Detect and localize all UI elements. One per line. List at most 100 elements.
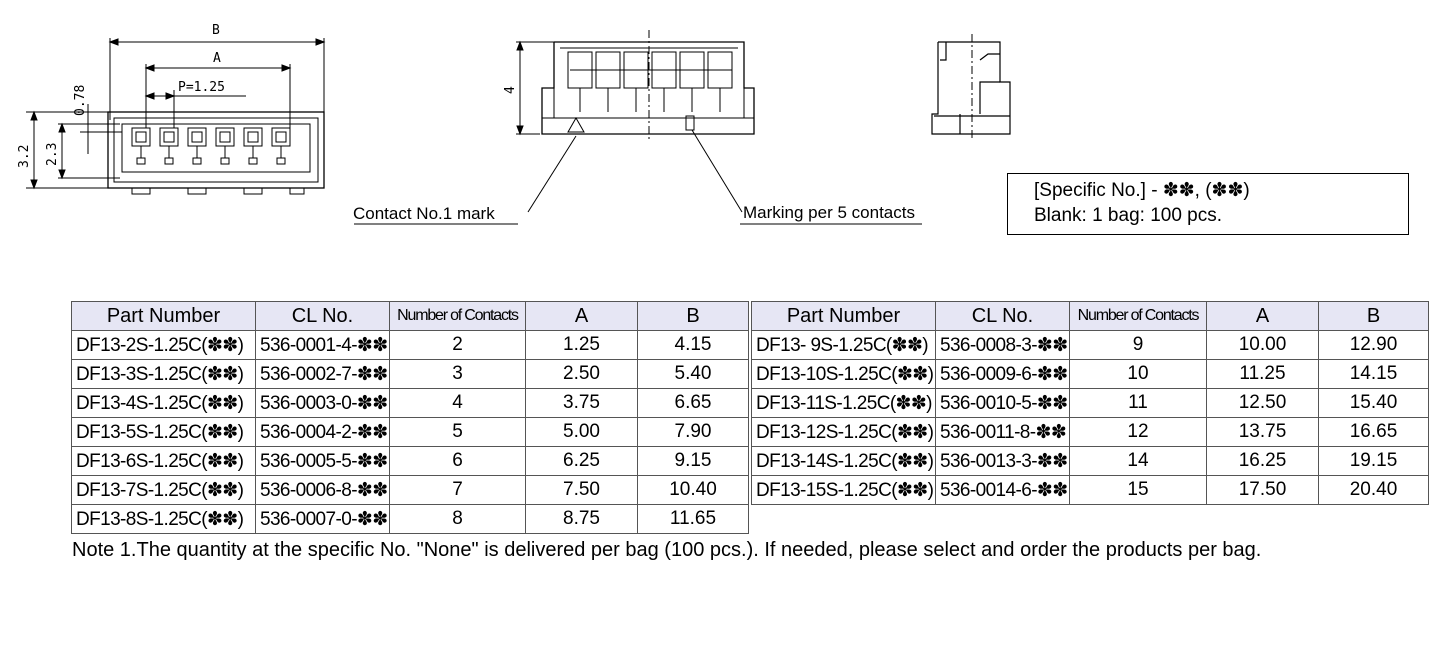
dim-a-cell: 6.25 <box>525 446 638 476</box>
dim-a-label: A <box>213 51 221 66</box>
header-a: A <box>525 301 638 331</box>
contacts-cell: 15 <box>1069 475 1207 505</box>
dim-b-cell: 10.40 <box>637 475 749 505</box>
part-number-cell: DF13-12S-1.25C(✽✽) <box>751 417 936 447</box>
cl-number-cell: 536-0003-0-✽✽ <box>255 388 390 418</box>
contact-no1-mark-label: Contact No.1 mark <box>353 204 495 223</box>
cl-number-cell: 536-0008-3-✽✽ <box>935 330 1070 360</box>
header-number-of-contacts: Number of Contacts <box>1069 301 1207 331</box>
part-number-cell: DF13-5S-1.25C(✽✽) <box>71 417 256 447</box>
spec-line-2: Blank: 1 bag: 100 pcs. <box>1034 205 1223 226</box>
cl-number-cell: 536-0007-0-✽✽ <box>255 504 390 534</box>
contact-cavity-inner <box>135 131 147 143</box>
part-number-cell: DF13-8S-1.25C(✽✽) <box>71 504 256 534</box>
contact-cavity <box>271 127 291 147</box>
contact-cavity <box>131 127 151 147</box>
contact-pin <box>164 157 174 165</box>
part-number-cell: DF13-14S-1.25C(✽✽) <box>751 446 936 476</box>
dim-a-cell: 5.00 <box>525 417 638 447</box>
specific-number-box: [Specific No.] - ✽✽, (✽✽) Blank: 1 bag: … <box>1007 173 1409 235</box>
pitch-label: P=1.25 <box>178 80 225 95</box>
cl-number-cell: 536-0013-3-✽✽ <box>935 446 1070 476</box>
contact-cavity <box>187 127 207 147</box>
dim-b-cell: 14.15 <box>1318 359 1429 389</box>
dim-b-cell: 7.90 <box>637 417 749 447</box>
contacts-cell: 6 <box>389 446 526 476</box>
table-header-row: Part Number CL No. Number of Contacts A … <box>751 301 1429 331</box>
cl-number-cell: 536-0014-6-✽✽ <box>935 475 1070 505</box>
dim-23-label: 2.3 <box>45 143 60 166</box>
header-b: B <box>637 301 749 331</box>
dim-a-cell: 13.75 <box>1206 417 1319 447</box>
header-cl-no: CL No. <box>255 301 390 331</box>
dim-a-cell: 11.25 <box>1206 359 1319 389</box>
marking-per-5-contacts-label: Marking per 5 contacts <box>743 203 915 222</box>
dim-a-cell: 1.25 <box>525 330 638 360</box>
dim-b-cell: 6.65 <box>637 388 749 418</box>
contact-pin <box>136 157 146 165</box>
contacts-cell: 5 <box>389 417 526 447</box>
contact-pin <box>192 157 202 165</box>
end-view-drawing <box>931 34 1011 140</box>
table-header-row: Part Number CL No. Number of Contacts A … <box>71 301 749 331</box>
spec-line-1: [Specific No.] - ✽✽, (✽✽) <box>1034 180 1250 201</box>
header-a: A <box>1206 301 1319 331</box>
dim-4-label: 4 <box>503 86 518 94</box>
dim-b-cell: 12.90 <box>1318 330 1429 360</box>
contacts-cell: 14 <box>1069 446 1207 476</box>
dim-b-cell: 9.15 <box>637 446 749 476</box>
contact-cavity <box>243 127 263 147</box>
dim-a-cell: 8.75 <box>525 504 638 534</box>
dim-b-cell: 20.40 <box>1318 475 1429 505</box>
part-number-cell: DF13-15S-1.25C(✽✽) <box>751 475 936 505</box>
cl-number-cell: 536-0005-5-✽✽ <box>255 446 390 476</box>
part-number-cell: DF13-2S-1.25C(✽✽) <box>71 330 256 360</box>
contacts-cell: 4 <box>389 388 526 418</box>
dim-a-cell: 16.25 <box>1206 446 1319 476</box>
side-view-drawing: 4 Contact No.1 mark <box>353 30 760 225</box>
contact-pin <box>276 157 286 165</box>
contacts-cell: 8 <box>389 504 526 534</box>
contact-pin <box>248 157 258 165</box>
dim-b-cell: 19.15 <box>1318 446 1429 476</box>
cl-number-cell: 536-0010-5-✽✽ <box>935 388 1070 418</box>
contacts-cell: 3 <box>389 359 526 389</box>
contacts-cell: 12 <box>1069 417 1207 447</box>
dim-a-cell: 3.75 <box>525 388 638 418</box>
contact-cavity <box>159 127 179 147</box>
dim-a-cell: 7.50 <box>525 475 638 505</box>
contact-cavity-inner <box>163 131 175 143</box>
dim-b-cell: 16.65 <box>1318 417 1429 447</box>
cl-number-cell: 536-0011-8-✽✽ <box>935 417 1070 447</box>
part-number-cell: DF13-11S-1.25C(✽✽) <box>751 388 936 418</box>
contacts-cell: 7 <box>389 475 526 505</box>
note-text: Note 1.The quantity at the specific No. … <box>72 539 1262 561</box>
contact-cavity-inner <box>247 131 259 143</box>
header-part-number: Part Number <box>71 301 256 331</box>
part-number-cell: DF13-3S-1.25C(✽✽) <box>71 359 256 389</box>
dim-b-cell: 11.65 <box>637 504 749 534</box>
dim-b-cell: 5.40 <box>637 359 749 389</box>
part-number-cell: DF13- 9S-1.25C(✽✽) <box>751 330 936 360</box>
contact-pin <box>220 157 230 165</box>
contact-cavity-inner <box>275 131 287 143</box>
contacts-cell: 9 <box>1069 330 1207 360</box>
dim-a-cell: 2.50 <box>525 359 638 389</box>
dim-b-cell: 15.40 <box>1318 388 1429 418</box>
parts-table-right: Part Number CL No. Number of Contacts A … <box>751 301 1429 505</box>
part-number-cell: DF13-7S-1.25C(✽✽) <box>71 475 256 505</box>
contacts-cell: 10 <box>1069 359 1207 389</box>
contact-cavity <box>215 127 235 147</box>
header-b: B <box>1318 301 1429 331</box>
dim-a-cell: 17.50 <box>1206 475 1319 505</box>
parts-table-left: Part Number CL No. Number of Contacts A … <box>71 301 749 534</box>
front-view-drawing: B A P=1.25 0.78 3.2 2.3 <box>17 23 326 195</box>
dim-078-label: 0.78 <box>73 85 88 116</box>
cl-number-cell: 536-0006-8-✽✽ <box>255 475 390 505</box>
